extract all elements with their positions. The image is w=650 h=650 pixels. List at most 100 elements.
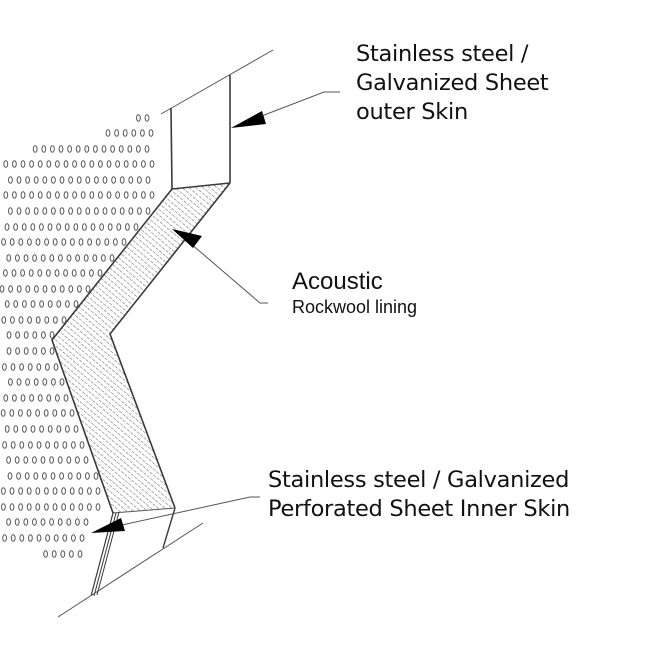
- perforation-hole: [123, 160, 129, 168]
- perforation-hole: [77, 550, 83, 558]
- perforation-hole: [37, 191, 43, 199]
- perforation-hole: [59, 207, 65, 215]
- perforation-hole: [12, 394, 17, 402]
- perforation-hole: [125, 223, 130, 231]
- perforation-hole: [3, 269, 8, 277]
- perforation-hole: [59, 378, 65, 386]
- perforation-hole: [58, 254, 63, 262]
- perforation-hole: [65, 425, 70, 433]
- perforation-hole: [9, 487, 15, 495]
- perforation-hole: [2, 534, 7, 542]
- perforation-hole: [90, 223, 96, 231]
- perforation-hole: [106, 191, 112, 199]
- perforation-hole: [33, 472, 39, 480]
- perforation-hole: [36, 441, 42, 449]
- perforation-hole: [83, 254, 89, 262]
- perforation-hole: [4, 223, 10, 231]
- perforation-hole: [44, 487, 49, 495]
- perforation-hole: [15, 331, 21, 339]
- leader-outer-skin: [231, 91, 340, 128]
- perforation-hole: [51, 378, 56, 386]
- perforation-hole: [40, 254, 46, 262]
- perforation-hole: [35, 316, 41, 324]
- perforation-hole: [62, 534, 68, 542]
- perforation-hole: [63, 394, 69, 402]
- perforation-hole: [67, 472, 73, 480]
- perforation-hole: [123, 191, 129, 199]
- perforation-hole: [47, 425, 53, 433]
- perforation-hole: [46, 191, 52, 199]
- rockwool-left-edge: [51, 188, 173, 514]
- perforation-hole: [37, 394, 43, 402]
- callout-rockwool-lining: Acoustic Rockwool lining: [292, 268, 417, 318]
- perforation-hole: [68, 207, 73, 215]
- perforation-hole: [46, 394, 52, 402]
- perforation-hole: [75, 456, 80, 464]
- perforation-hole: [80, 191, 86, 199]
- perforation-hole: [89, 191, 95, 199]
- perforation-hole: [93, 145, 98, 153]
- perforation-hole: [2, 441, 7, 449]
- perforation-hole: [14, 518, 20, 526]
- callout-line: Stainless steel / Galvanized: [268, 467, 570, 493]
- perforation-hole: [119, 207, 125, 215]
- perforation-hole: [18, 487, 24, 495]
- perforation-hole: [35, 238, 41, 246]
- callout-outer-skin: Stainless steel / Galvanized Sheet outer…: [356, 40, 549, 127]
- perforation-hole: [58, 145, 64, 153]
- perforation-hole: [59, 472, 64, 480]
- perforation-hole: [80, 160, 86, 168]
- perforation-hole: [18, 316, 24, 324]
- perforation-hole: [41, 331, 46, 339]
- perforation-hole: [98, 160, 103, 168]
- perforation-hole: [52, 238, 58, 246]
- perforation-hole: [32, 254, 37, 262]
- perforation-hole: [29, 394, 35, 402]
- perforation-hole: [85, 207, 91, 215]
- perforation-hole: [15, 347, 21, 355]
- perforation-hole: [19, 534, 25, 542]
- perforation-hole: [128, 207, 134, 215]
- perforation-hole: [20, 160, 26, 168]
- perforation-hole: [1, 316, 7, 324]
- perforation-hole: [52, 409, 58, 417]
- perforation-hole: [26, 503, 32, 511]
- perforation-hole: [61, 238, 67, 246]
- perforation-hole: [132, 191, 138, 199]
- perforation-hole: [4, 300, 10, 308]
- perforation-hole: [76, 472, 82, 480]
- perforation-hole: [115, 191, 120, 199]
- perforation-hole: [63, 269, 68, 277]
- perforation-hole: [85, 176, 91, 184]
- perforation-hole: [26, 409, 32, 417]
- perforation-hole: [33, 176, 39, 184]
- perforation-hole: [32, 331, 38, 339]
- perforation-hole: [53, 363, 59, 371]
- perforation-hole: [85, 472, 90, 480]
- perforation-hole: [23, 254, 29, 262]
- perforation-hole: [95, 487, 101, 495]
- perforation-hole: [49, 331, 55, 339]
- perforation-hole: [1, 238, 6, 246]
- perforation-hole: [19, 363, 25, 371]
- perforation-hole: [55, 160, 60, 168]
- perforation-hole: [46, 269, 51, 277]
- perforation-hole: [76, 207, 82, 215]
- perforation-hole: [2, 363, 7, 371]
- perforation-hole: [73, 300, 79, 308]
- perforation-hole: [41, 145, 47, 153]
- perforation-hole: [16, 472, 22, 480]
- perforation-hole: [49, 456, 54, 464]
- perforation-hole: [30, 300, 36, 308]
- perforation-hole: [45, 534, 50, 542]
- perforation-hole: [24, 472, 30, 480]
- perforation-hole: [53, 441, 59, 449]
- perforation-hole: [13, 425, 19, 433]
- perforation-hole: [50, 472, 56, 480]
- perforation-hole: [93, 472, 99, 480]
- perforation-hole: [77, 285, 82, 293]
- perforation-hole: [78, 503, 84, 511]
- perforation-hole: [73, 425, 79, 433]
- rockwool-lining-band: [52, 183, 230, 513]
- perforation-hole: [50, 145, 55, 153]
